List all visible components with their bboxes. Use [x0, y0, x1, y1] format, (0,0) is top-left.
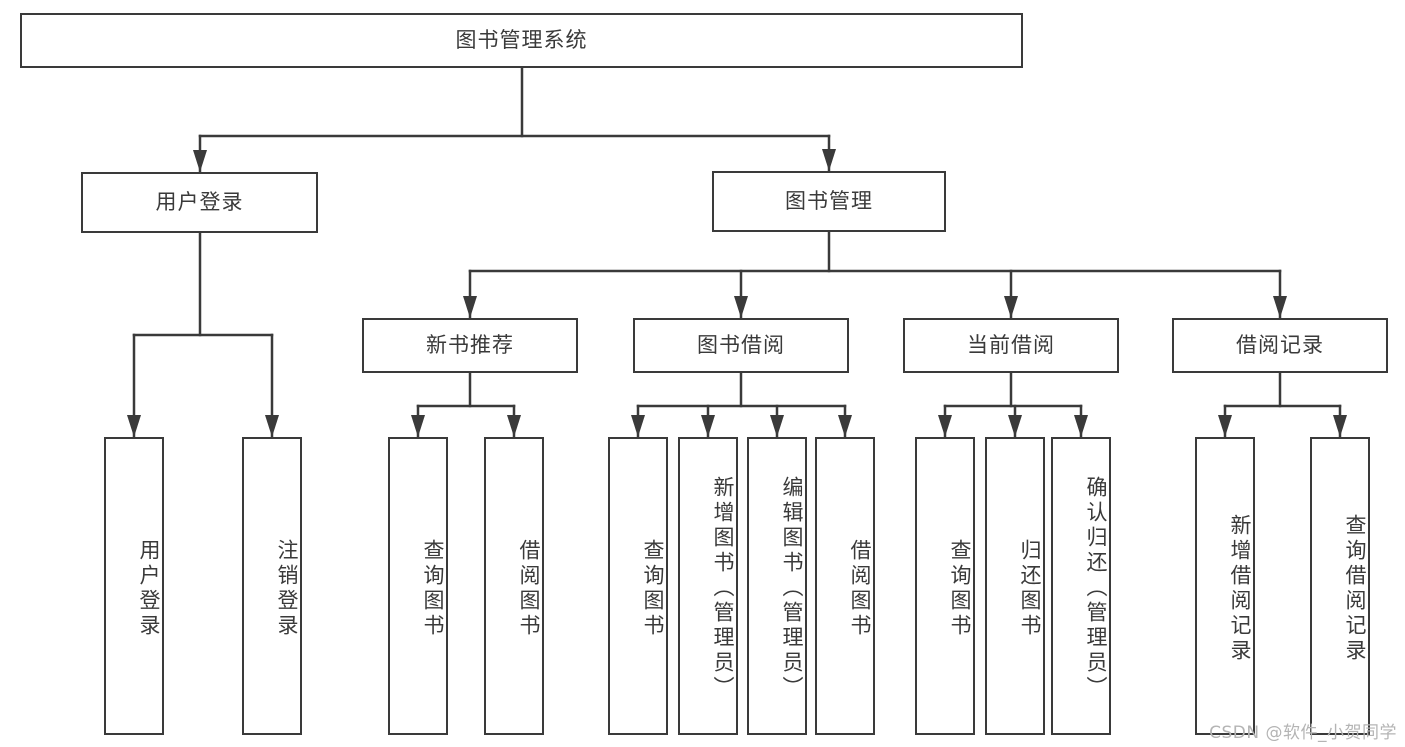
node-book-manage[interactable]: 图书管理: [712, 171, 946, 232]
node-label: 查询图书: [421, 539, 445, 639]
node-leaf-user-logout[interactable]: 注销登录: [242, 437, 302, 735]
arrowhead-icon: [463, 296, 477, 318]
arrowhead-icon: [838, 415, 852, 437]
node-label: 图书管理系统: [455, 27, 588, 52]
arrowhead-icon: [1273, 296, 1287, 318]
node-label: 图书管理: [785, 188, 873, 213]
arrowhead-icon: [938, 415, 952, 437]
node-label: 新增借阅记录: [1228, 514, 1252, 664]
arrowhead-icon: [1008, 415, 1022, 437]
node-label: 查询图书: [948, 539, 972, 639]
node-leaf-borrow-book-rec[interactable]: 借阅图书: [484, 437, 544, 735]
node-label: 查询借阅记录: [1343, 514, 1367, 664]
node-label: 图书借阅: [697, 332, 785, 357]
node-current-borrow[interactable]: 当前借阅: [903, 318, 1119, 373]
node-label: 编辑图书（管理员）: [780, 475, 804, 701]
arrowhead-icon: [1004, 296, 1018, 318]
node-label: 借阅图书: [517, 539, 541, 639]
node-leaf-query-book-cur[interactable]: 查询图书: [915, 437, 975, 735]
arrowhead-icon: [507, 415, 521, 437]
arrowhead-icon: [822, 149, 836, 171]
node-label: 新书推荐: [426, 332, 514, 357]
node-label: 归还图书: [1018, 539, 1042, 639]
node-label: 借阅图书: [848, 539, 872, 639]
node-leaf-add-record[interactable]: 新增借阅记录: [1195, 437, 1255, 735]
node-leaf-borrow-book[interactable]: 借阅图书: [815, 437, 875, 735]
node-leaf-user-login[interactable]: 用户登录: [104, 437, 164, 735]
node-leaf-query-book-rec[interactable]: 查询图书: [388, 437, 448, 735]
node-root[interactable]: 图书管理系统: [20, 13, 1023, 68]
node-label: 用户登录: [155, 189, 244, 214]
node-leaf-return-book[interactable]: 归还图书: [985, 437, 1045, 735]
node-label: 当前借阅: [967, 332, 1055, 357]
node-user-login[interactable]: 用户登录: [81, 172, 318, 233]
node-label: 查询图书: [641, 539, 665, 639]
node-leaf-confirm-return[interactable]: 确认归还（管理员）: [1051, 437, 1111, 735]
node-leaf-add-book[interactable]: 新增图书（管理员）: [678, 437, 738, 735]
arrowhead-icon: [1074, 415, 1088, 437]
arrowhead-icon: [734, 296, 748, 318]
node-label: 确认归还（管理员）: [1084, 475, 1108, 701]
arrowhead-icon: [265, 415, 279, 437]
arrowhead-icon: [701, 415, 715, 437]
arrowhead-icon: [1333, 415, 1347, 437]
node-leaf-query-record[interactable]: 查询借阅记录: [1310, 437, 1370, 735]
node-label: 注销登录: [275, 539, 299, 639]
arrowhead-icon: [411, 415, 425, 437]
arrowhead-icon: [631, 415, 645, 437]
node-leaf-query-book[interactable]: 查询图书: [608, 437, 668, 735]
watermark-label: CSDN @软件_小贺同学: [1209, 723, 1397, 743]
arrowhead-icon: [193, 150, 207, 172]
node-label: 用户登录: [137, 539, 161, 639]
arrowhead-icon: [127, 415, 141, 437]
node-label: 新增图书（管理员）: [711, 475, 735, 701]
node-new-book-rec[interactable]: 新书推荐: [362, 318, 578, 373]
arrowhead-icon: [1218, 415, 1232, 437]
node-borrow-record[interactable]: 借阅记录: [1172, 318, 1388, 373]
node-label: 借阅记录: [1236, 332, 1324, 357]
node-book-borrow[interactable]: 图书借阅: [633, 318, 849, 373]
arrowhead-icon: [770, 415, 784, 437]
node-leaf-edit-book[interactable]: 编辑图书（管理员）: [747, 437, 807, 735]
